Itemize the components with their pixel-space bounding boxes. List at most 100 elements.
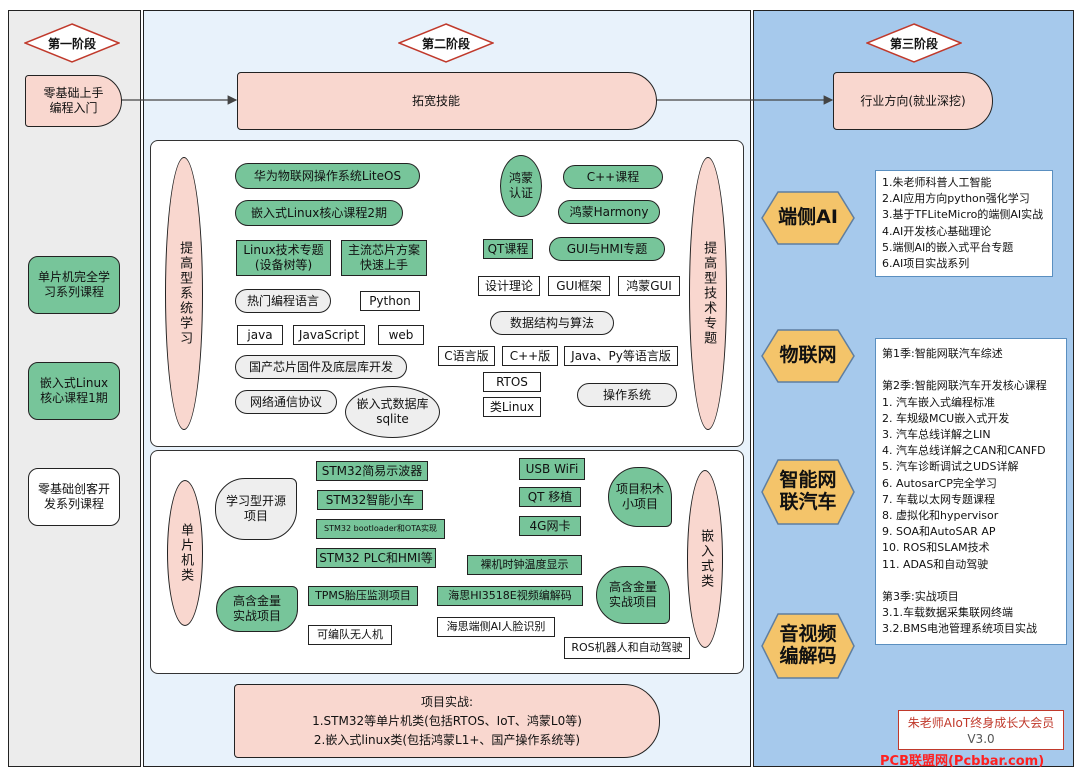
stage3-diamond: 第三阶段	[866, 23, 962, 63]
harmony-gui-box: 鸿蒙GUI	[618, 276, 680, 296]
usb-wifi-box: USB WiFi	[519, 458, 585, 480]
stage2-diamond: 第二阶段	[398, 23, 494, 63]
stage1-label: 第一阶段	[47, 36, 96, 51]
c-version-box: C语言版	[438, 346, 495, 366]
car-course-item: 10. ROS和SLAM技术	[882, 541, 990, 555]
iot-hexagon: 物联网	[760, 328, 856, 384]
mainstream-chip-text: 主流芯片方案快速上手	[347, 243, 420, 272]
drone-text: 可编队无人机	[317, 628, 383, 642]
harmony-cert-box: 鸿蒙认证	[500, 155, 542, 217]
rtos-box: RTOS	[483, 372, 541, 392]
tpms-box: TPMS胎压监测项目	[308, 586, 418, 606]
linux-like-text: 类Linux	[489, 399, 535, 414]
edge-ai-hexagon: 端侧AI	[760, 190, 856, 246]
java-py-version-text: Java、Py等语言版	[571, 348, 671, 363]
gold-project-left-text: 高含金量实战项目	[232, 594, 281, 623]
clock-temp-box: 裸机时钟温度显示	[467, 555, 582, 575]
edge-ai-item: 4.AI开发核心基础理论	[882, 224, 992, 238]
c-version-text: C语言版	[444, 348, 489, 363]
hisi-codec-box: 海思HI3518E视频编解码	[437, 586, 583, 606]
rtos-text: RTOS	[496, 374, 528, 389]
hisi-codec-text: 海思HI3518E视频编解码	[448, 589, 572, 603]
stage1-diamond: 第一阶段	[24, 23, 120, 63]
car-course-list: 第1季:智能网联汽车综述 第2季:智能网联汽车开发核心课程 1. 汽车嵌入式编程…	[875, 338, 1067, 645]
learning-open-project-box: 学习型开源项目	[215, 478, 297, 540]
edge-ai-list: 1.朱老师科普人工智能 2.AI应用方向python强化学习 3.基于TFLit…	[875, 170, 1053, 277]
harmony-gui-text: 鸿蒙GUI	[626, 278, 672, 293]
web-box: web	[378, 325, 424, 345]
qt-course-text: QT课程	[487, 241, 529, 256]
car-course-item: 第1季:智能网联汽车综述	[882, 347, 1003, 360]
edge-ai-item: 1.朱老师科普人工智能	[882, 176, 992, 189]
smart-car-box: STM32智能小车	[317, 490, 423, 510]
building-block-text: 项目积木小项目	[615, 482, 664, 511]
linux-core-2-text: 嵌入式Linux核心课程2期	[251, 205, 387, 220]
mainstream-chip-box: 主流芯片方案快速上手	[341, 240, 427, 276]
mcu-category-vertical: 单片机类	[167, 480, 203, 626]
car-course-item: 3.1.车载数据采集联网终端	[882, 606, 1013, 620]
industry-direction-tag: 行业方向(就业深挖)	[833, 72, 993, 130]
iot-label: 物联网	[779, 344, 837, 367]
tpms-text: TPMS胎压监测项目	[315, 589, 411, 603]
av-codec-hexagon: 音视频编解码	[760, 612, 856, 680]
edge-ai-item: 3.基于TFLiteMicro的端侧AI实战	[882, 208, 1044, 222]
java-py-version-box: Java、Py等语言版	[564, 346, 678, 366]
hisi-face-text: 海思端侧AI人脸识别	[446, 620, 546, 634]
liteos-text: 华为物联网操作系统LiteOS	[253, 168, 402, 183]
sqlite-text: 嵌入式数据库sqlite	[356, 397, 429, 426]
car-course-item: 2. 车规级MCU嵌入式开发	[882, 411, 1010, 425]
expand-skills-text: 拓宽技能	[412, 93, 461, 108]
car-course-item: 第3季:实战项目	[882, 590, 959, 604]
car-course-item: 7. 车载以太网专题课程	[882, 492, 995, 506]
linux-like-box: 类Linux	[483, 397, 541, 417]
qt-course-box: QT课程	[483, 239, 533, 259]
iov-label: 智能网联汽车	[779, 469, 837, 513]
harmony-box: 鸿蒙Harmony	[558, 200, 660, 224]
bootloader-box: STM32 bootloader和OTA实现	[316, 519, 445, 539]
linux-topic-box: Linux技术专题(设备树等)	[236, 240, 331, 276]
car-course-item: 5. 汽车诊断调试之UDS详解	[882, 460, 1019, 474]
python-box: Python	[360, 291, 420, 311]
hot-languages-text: 热门编程语言	[246, 293, 319, 308]
mcu-series-text: 单片机完全学习系列课程	[37, 270, 110, 299]
car-course-item: 3. 汽车总线详解之LIN	[882, 428, 991, 441]
usb-wifi-text: USB WiFi	[525, 461, 579, 476]
car-course-item: 4. 汽车总线详解之CAN和CANFD	[882, 444, 1046, 458]
linux-core-1-text: 嵌入式Linux核心课程1期	[39, 376, 109, 405]
gold-project-left-box: 高含金量实战项目	[216, 586, 298, 632]
gui-hmi-box: GUI与HMI专题	[549, 237, 665, 261]
javascript-box: JavaScript	[293, 325, 365, 345]
os-text: 操作系统	[602, 387, 651, 402]
clock-temp-text: 裸机时钟温度显示	[480, 558, 569, 572]
stage3-label: 第三阶段	[889, 36, 938, 51]
embedded-category-vertical-text: 嵌入式类	[698, 529, 714, 589]
watermark: PCB联盟网(Pcbbar.com)	[880, 754, 1045, 769]
drone-box: 可编队无人机	[308, 625, 392, 645]
edge-ai-item: 5.端侧AI的嵌入式平台专题	[882, 240, 1014, 254]
cpp-course-box: C++课程	[563, 165, 663, 189]
oscilloscope-text: STM32简易示波器	[321, 463, 423, 478]
gui-hmi-text: GUI与HMI专题	[566, 241, 648, 256]
ros-autodrive-box: ROS机器人和自动驾驶	[564, 637, 690, 659]
bootloader-text: STM32 bootloader和OTA实现	[324, 524, 437, 533]
maker-series-box: 零基础创客开发系列课程	[28, 468, 120, 526]
car-course-item: 第2季:智能网联汽车开发核心课程	[882, 379, 1047, 393]
network-protocol-text: 网络通信协议	[249, 394, 322, 409]
web-text: web	[388, 327, 414, 342]
javascript-text: JavaScript	[298, 327, 360, 342]
edge-ai-label: 端侧AI	[778, 206, 838, 229]
car-course-item: 3.2.BMS电池管理系统项目实战	[882, 622, 1038, 636]
mcu-category-vertical-text: 单片机类	[178, 523, 194, 583]
cpp-version-box: C++版	[502, 346, 558, 366]
hisi-face-box: 海思端侧AI人脸识别	[437, 617, 555, 637]
mcu-series-box: 单片机完全学习系列课程	[28, 256, 120, 314]
project-practice-title: 项目实战:	[420, 695, 474, 709]
industry-direction-text: 行业方向(就业深挖)	[860, 93, 966, 108]
start-programming-text: 零基础上手编程入门	[43, 86, 104, 115]
gold-project-right-text: 高含金量实战项目	[608, 580, 657, 609]
car-course-item: 6. AutosarCP完全学习	[882, 476, 997, 490]
project-practice-line1: 1.STM32等单片机类(包括RTOS、IoT、鸿蒙L0等)	[312, 714, 582, 728]
domestic-chip-box: 国产芯片固件及底层库开发	[235, 355, 407, 379]
gui-framework-box: GUI框架	[548, 276, 610, 296]
ros-autodrive-text: ROS机器人和自动驾驶	[571, 641, 683, 655]
